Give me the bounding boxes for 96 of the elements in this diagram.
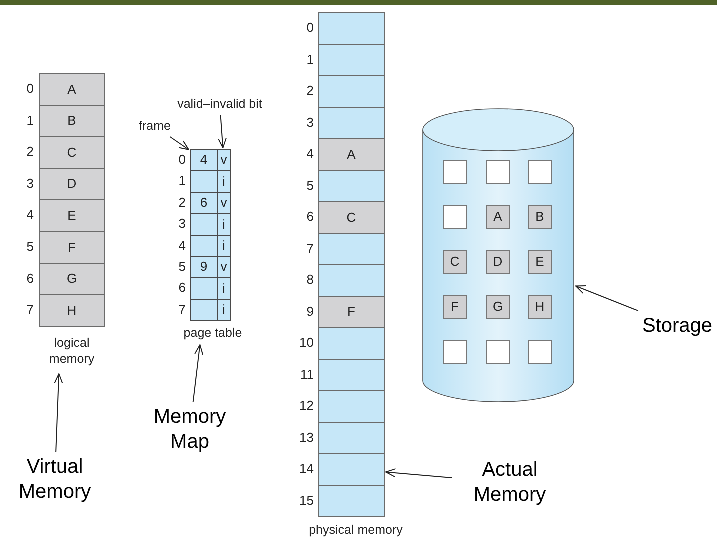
row-number: 0: [178, 150, 186, 169]
empty-memory-frame: [318, 106, 385, 139]
table-cell: i: [217, 213, 231, 236]
empty-memory-frame: [318, 264, 385, 296]
memory-frame: B: [39, 104, 105, 138]
callout-text: Virtual Memory: [3, 455, 107, 505]
empty-memory-frame: [318, 422, 385, 454]
memory-frame: H: [39, 294, 105, 327]
empty-memory-frame: [318, 327, 385, 360]
table-cell: i: [217, 170, 231, 193]
arrow: [218, 114, 227, 148]
empty-memory-frame: [318, 12, 385, 44]
row-number: 6: [306, 208, 314, 226]
row-number: 2: [26, 143, 34, 162]
empty-storage-block: [486, 340, 510, 364]
storage-block: E: [528, 250, 552, 274]
arrow: [386, 468, 452, 478]
table-cell: i: [217, 298, 231, 322]
empty-memory-frame: [318, 484, 385, 517]
storage-block: G: [486, 295, 510, 319]
callout-text: Storage: [638, 314, 717, 339]
table-cell: i: [217, 277, 231, 300]
row-number: 0: [306, 19, 314, 37]
empty-storage-block: [486, 160, 510, 184]
row-number: 4: [26, 206, 34, 224]
table-cell: v: [217, 192, 231, 214]
column-title: physical memory: [308, 522, 404, 538]
memory-frame: G: [39, 262, 105, 296]
empty-storage-block: [443, 205, 467, 229]
column-title: logical memory: [48, 335, 96, 367]
row-number: 5: [26, 238, 34, 256]
table-cell: 9: [190, 256, 218, 278]
annotation-text: frame: [134, 119, 176, 134]
row-number: 10: [298, 334, 314, 352]
storage-block: C: [443, 250, 467, 274]
empty-storage-block: [443, 160, 467, 184]
row-number: 4: [306, 145, 314, 163]
empty-memory-frame: [318, 358, 385, 391]
storage-block: B: [528, 205, 552, 229]
row-number: 3: [178, 215, 186, 234]
empty-memory-frame: [318, 232, 385, 265]
storage-block: H: [528, 295, 552, 319]
arrow: [54, 374, 64, 452]
empty-storage-block: [528, 160, 552, 184]
memory-frame: C: [39, 136, 105, 169]
row-number: 6: [178, 279, 186, 298]
row-number: 12: [298, 397, 314, 415]
column-title: page table: [182, 325, 244, 341]
row-number: 5: [178, 258, 186, 276]
annotation-text: valid–invalid bit: [176, 97, 264, 112]
memory-frame: D: [39, 168, 105, 200]
empty-storage-block: [528, 340, 552, 364]
memory-frame: E: [39, 199, 105, 232]
row-number: 4: [178, 236, 186, 255]
callout-text: Actual Memory: [455, 458, 565, 508]
row-number: 7: [306, 240, 314, 258]
empty-memory-frame: [318, 44, 385, 76]
row-number: 5: [306, 176, 314, 194]
row-number: 0: [26, 80, 34, 98]
storage-block: D: [486, 250, 510, 274]
row-number: 3: [26, 174, 34, 193]
empty-memory-frame: [318, 75, 385, 108]
empty-memory-frame: [318, 390, 385, 422]
row-number: 14: [298, 460, 314, 478]
row-number: 9: [306, 302, 314, 320]
row-number: 13: [298, 428, 314, 446]
row-number: 15: [298, 492, 314, 510]
row-number: 11: [300, 366, 314, 384]
row-number: 7: [178, 300, 186, 319]
arrow: [576, 286, 639, 312]
memory-frame: C: [318, 201, 385, 234]
storage-block: A: [486, 205, 510, 229]
memory-frame: F: [39, 231, 105, 264]
row-number: 8: [306, 271, 314, 289]
empty-memory-frame: [318, 453, 385, 486]
empty-storage-block: [443, 340, 467, 364]
table-cell: v: [217, 256, 231, 278]
arrow: [170, 136, 190, 150]
empty-memory-frame: [318, 170, 385, 202]
row-number: 1: [26, 112, 34, 130]
row-number: 6: [26, 270, 34, 288]
callout-text: Memory Map: [138, 405, 242, 455]
memory-frame: A: [39, 73, 105, 106]
memory-frame: A: [318, 138, 385, 170]
row-number: 1: [306, 50, 314, 68]
row-number: 3: [306, 114, 314, 132]
arrow: [192, 344, 204, 402]
row-number: 2: [306, 82, 314, 100]
row-number: 2: [178, 194, 186, 212]
row-number: 1: [178, 172, 186, 190]
row-number: 7: [26, 301, 34, 320]
storage-block: F: [443, 295, 467, 319]
table-cell: 4: [190, 149, 218, 172]
table-cell: i: [217, 234, 231, 257]
table-cell: v: [217, 149, 231, 172]
memory-frame: F: [318, 296, 385, 328]
